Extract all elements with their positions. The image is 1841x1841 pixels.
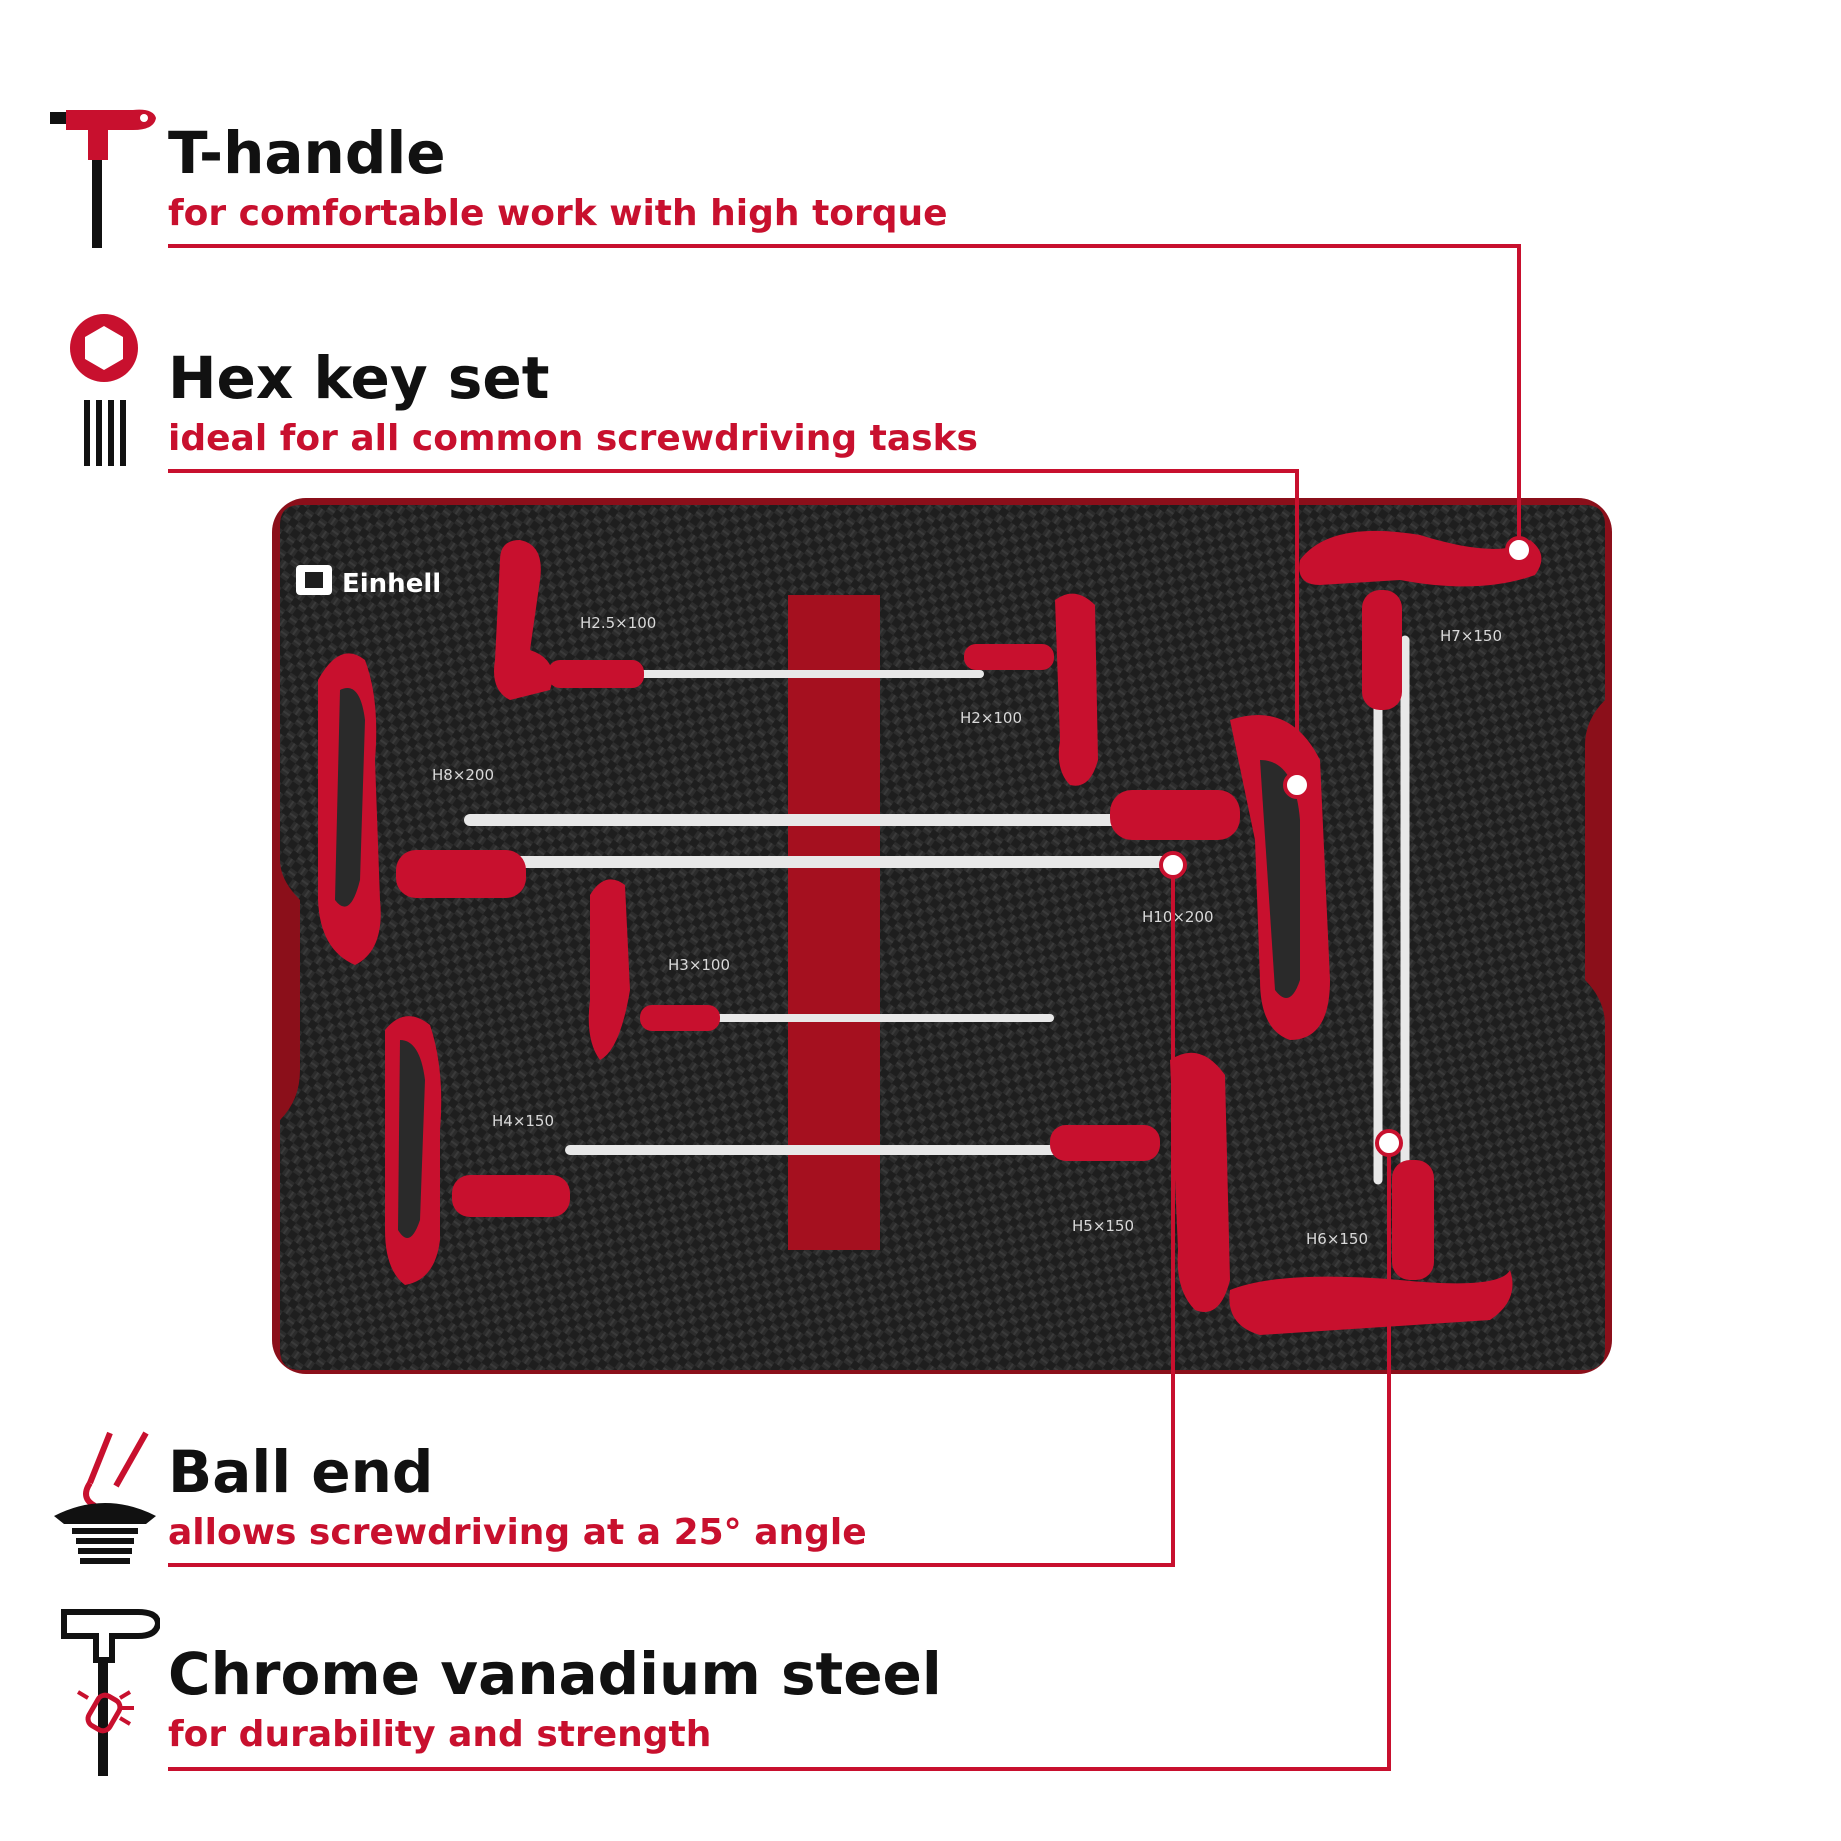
callout-line-hex-key-set — [168, 469, 1299, 785]
feature-title: Chrome vanadium steel — [168, 1640, 942, 1708]
einhell-logo: Einhell — [296, 565, 441, 599]
feature-subtitle: allows screwdriving at a 25° angle — [168, 1512, 867, 1553]
label-h10x200: H10×200 — [1142, 908, 1214, 926]
label-h2x100: H2×100 — [960, 709, 1022, 727]
callout-line-t-handle — [168, 244, 1521, 550]
feature-subtitle: for comfortable work with high torque — [168, 193, 948, 234]
feature-title: Hex key set — [168, 344, 550, 412]
label-h3x100: H3×100 — [668, 956, 730, 974]
label-h4x150: H4×150 — [492, 1112, 554, 1130]
brand-wordmark: Einhell — [342, 569, 441, 599]
ball-end-icon — [54, 1431, 156, 1564]
t-handles — [318, 530, 1542, 1335]
t-handle-icon — [50, 109, 156, 248]
feature-subtitle: ideal for all common screwdriving tasks — [168, 418, 978, 459]
label-h6x150: H6×150 — [1306, 1230, 1368, 1248]
hex-key-set-icon — [70, 314, 138, 466]
feature-title: T-handle — [168, 119, 446, 187]
label-h2-5x100: H2.5×100 — [580, 614, 656, 632]
callout-dot-t-handle — [1505, 536, 1533, 564]
feature-title: Ball end — [168, 1438, 434, 1506]
label-h8x200: H8×200 — [432, 766, 494, 784]
callout-dot-chrome-vanadium-steel — [1375, 1129, 1403, 1157]
callout-dot-hex-key-set — [1283, 771, 1311, 799]
label-h5x150: H5×150 — [1072, 1217, 1134, 1235]
label-h7x150: H7×150 — [1440, 627, 1502, 645]
chrome-vanadium-steel-icon — [61, 1609, 160, 1776]
size-labels: H2.5×100 H2×100 H8×200 H10×200 H3×100 H4… — [432, 614, 1502, 1248]
feature-subtitle: for durability and strength — [168, 1714, 712, 1755]
callout-dot-ball-end — [1159, 851, 1187, 879]
callout-line-ball-end — [168, 865, 1175, 1567]
callout-line-chrome-vanadium-steel — [168, 1143, 1391, 1771]
center-channel — [788, 595, 880, 1250]
